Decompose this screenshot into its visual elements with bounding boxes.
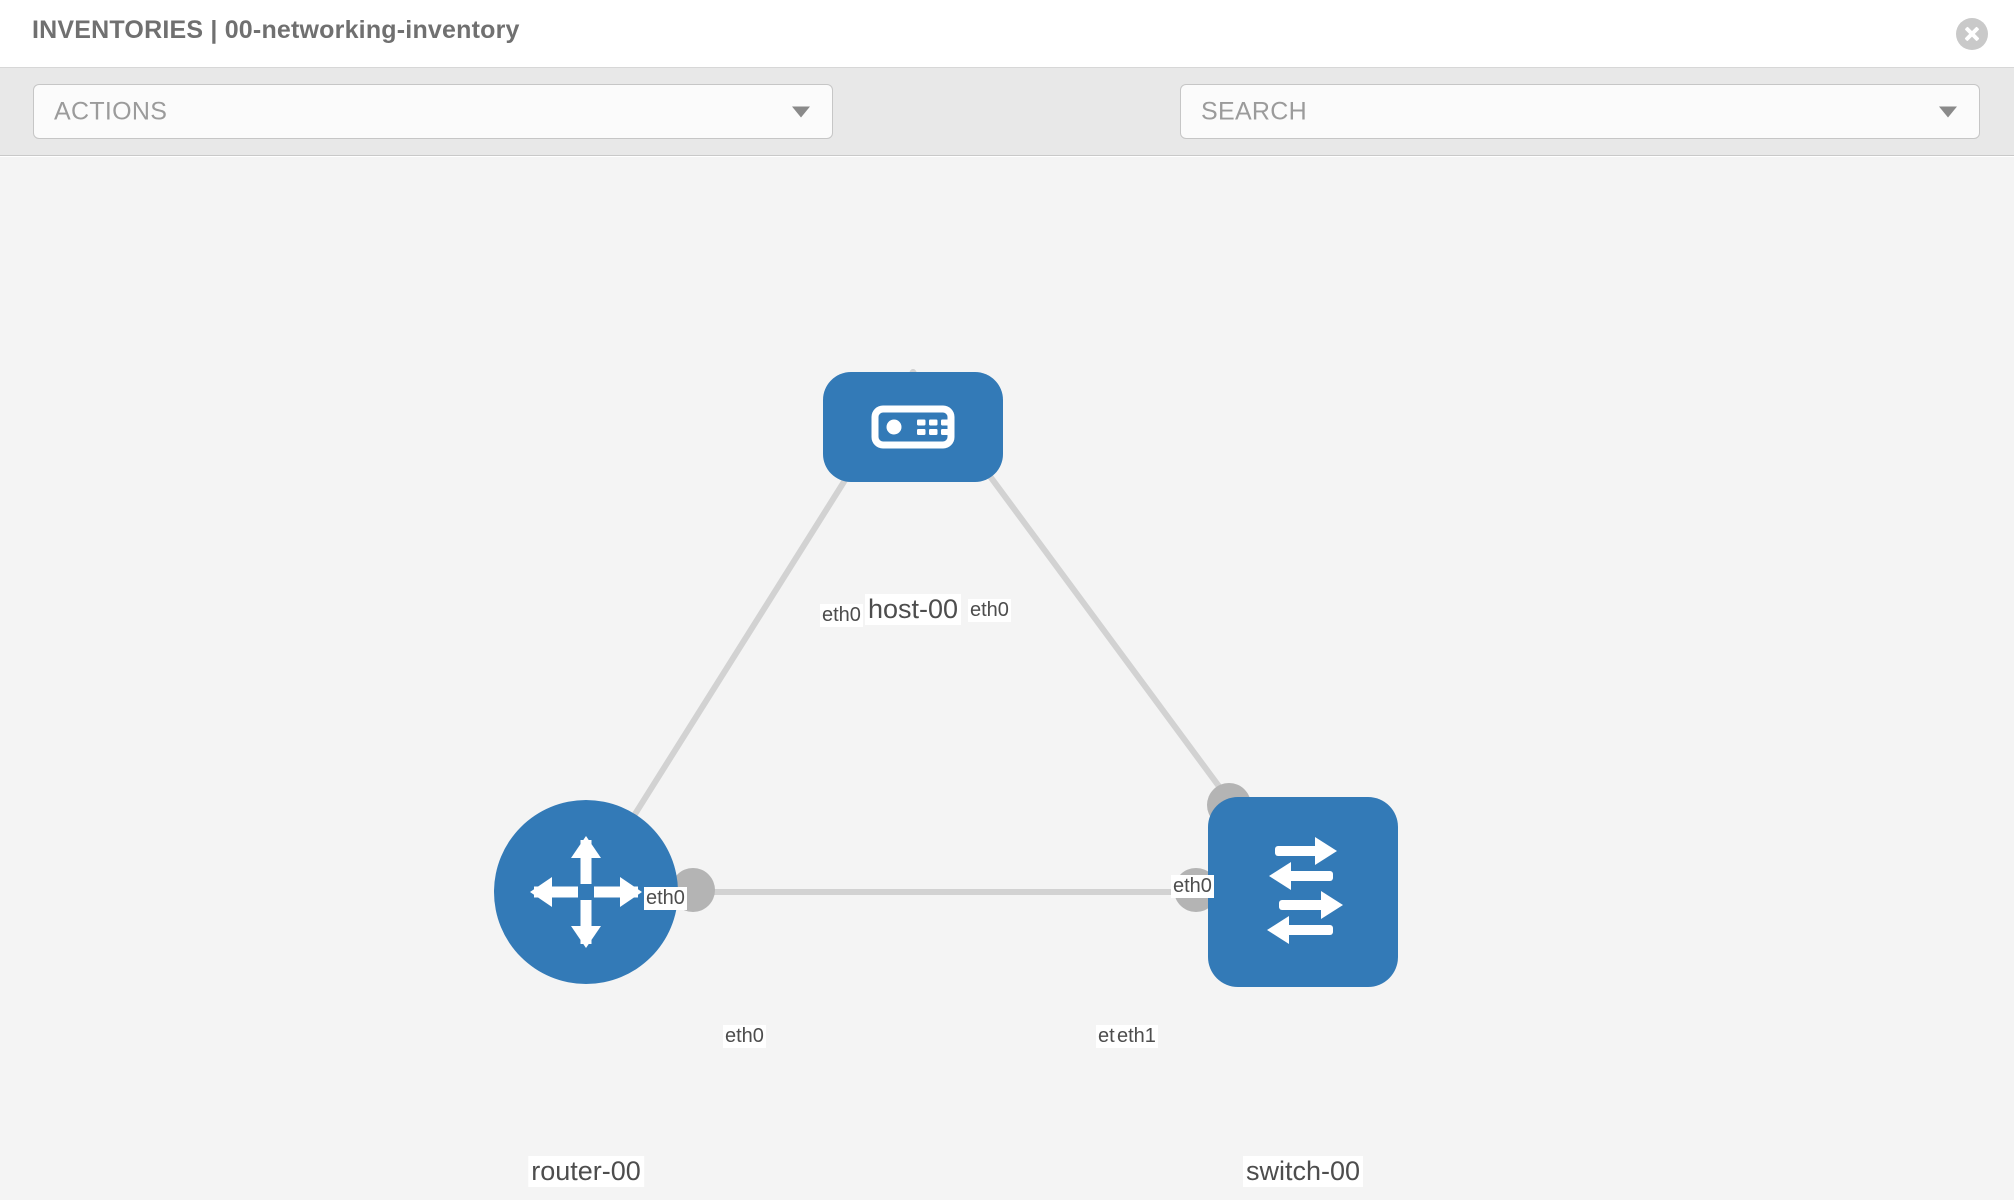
node-router-00-shape[interactable] xyxy=(494,800,678,984)
node-label-switch-00: switch-00 xyxy=(1242,1156,1364,1187)
topology-graph xyxy=(494,369,1398,987)
node-host-00-shape[interactable] xyxy=(823,372,1003,482)
node-switch-00-shape[interactable] xyxy=(1208,797,1398,987)
topology-canvas[interactable]: host-00 router-00 switch-00 eth0 eth0 et… xyxy=(0,157,2014,1200)
search-placeholder: SEARCH xyxy=(1201,97,1307,125)
toolbar: ACTIONS SEARCH xyxy=(0,68,2014,195)
iface-label-router-eth0: eth0 xyxy=(723,1025,766,1048)
chevron-down-icon xyxy=(1939,106,1957,117)
iface-label-router-eth0-up: eth0 xyxy=(644,887,687,910)
close-icon[interactable] xyxy=(1956,18,1988,50)
actions-dropdown-label: ACTIONS xyxy=(54,97,168,125)
node-label-host-00: host-00 xyxy=(864,594,962,625)
topology-nodes xyxy=(494,372,1398,987)
iface-label-host-eth0-left: eth0 xyxy=(820,604,863,627)
node-switch-00[interactable] xyxy=(1208,797,1398,987)
node-host-00[interactable] xyxy=(823,372,1003,482)
app-header: INVENTORIES | 00-networking-inventory xyxy=(0,0,2014,68)
node-router-00[interactable] xyxy=(494,800,678,984)
search-input[interactable]: SEARCH xyxy=(1180,84,1980,139)
iface-label-host-eth0-right: eth0 xyxy=(968,599,1011,622)
page-title: INVENTORIES | 00-networking-inventory xyxy=(32,16,520,44)
node-label-router-00: router-00 xyxy=(528,1156,644,1187)
iface-label-switch-eth1: eth1 xyxy=(1115,1025,1158,1048)
iface-label-switch-eth0-up: eth0 xyxy=(1171,875,1214,898)
actions-dropdown[interactable]: ACTIONS xyxy=(33,84,833,139)
chevron-down-icon xyxy=(792,106,810,117)
